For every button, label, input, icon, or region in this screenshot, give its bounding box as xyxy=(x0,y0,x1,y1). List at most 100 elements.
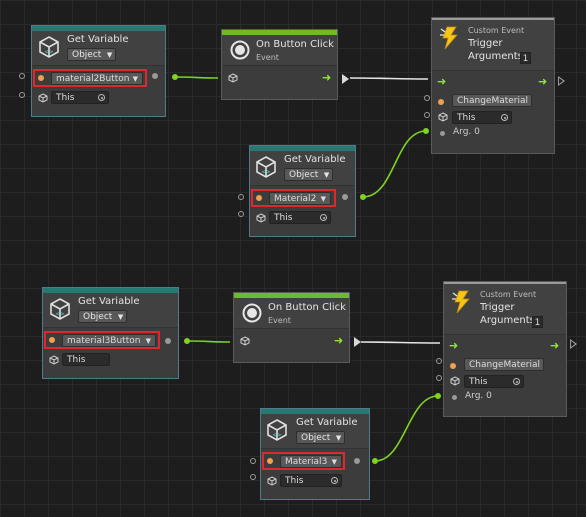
event-name-field[interactable]: ChangeMaterial xyxy=(464,358,544,371)
variable-name-label: material3Button xyxy=(67,336,141,346)
target-field[interactable]: This xyxy=(452,111,512,124)
variable-name-dropdown[interactable]: Material3 ▼ xyxy=(280,455,342,468)
target-field[interactable]: This xyxy=(269,211,331,224)
svg-text:<>: <> xyxy=(56,310,64,318)
node-title-line1: Trigger xyxy=(480,302,515,313)
variable-kind-dropdown[interactable]: Object ▼ xyxy=(67,48,117,61)
input-port[interactable] xyxy=(19,73,25,79)
on-button-click-node[interactable]: On Button Click Event ➜ xyxy=(233,292,350,363)
object-picker-icon[interactable] xyxy=(98,94,105,101)
flow-output-port[interactable] xyxy=(570,339,577,349)
target-field[interactable]: This xyxy=(464,375,524,388)
argument-count-field[interactable]: 1 xyxy=(520,52,531,64)
custom-event-trigger-node[interactable]: Custom Event Trigger Arguments 1 ➜ ➜ Cha… xyxy=(431,17,555,154)
output-port[interactable] xyxy=(372,458,378,464)
input-port[interactable] xyxy=(250,458,256,464)
flow-output-port[interactable] xyxy=(342,74,349,84)
output-port[interactable] xyxy=(172,74,178,80)
object-picker-icon[interactable] xyxy=(320,214,327,221)
input-port[interactable] xyxy=(435,393,441,399)
output-port[interactable] xyxy=(360,194,366,200)
flow-output-icon: ➜ xyxy=(550,339,560,352)
argument-label: Arg. 0 xyxy=(465,391,492,401)
output-port[interactable] xyxy=(152,73,158,79)
flow-output-port[interactable] xyxy=(558,76,565,86)
output-port[interactable] xyxy=(342,194,348,200)
event-name-label: ChangeMaterial xyxy=(469,360,541,370)
input-port[interactable] xyxy=(250,474,256,480)
flow-output-port[interactable] xyxy=(354,337,361,347)
input-port[interactable] xyxy=(238,194,244,200)
output-port[interactable] xyxy=(165,338,171,344)
target-label: This xyxy=(285,476,304,486)
variable-kind-label: Object xyxy=(72,50,102,60)
wire-material-to-arg-2 xyxy=(374,395,439,462)
input-port[interactable] xyxy=(436,375,442,381)
node-subtitle: Event xyxy=(268,316,291,325)
node-header: On Button Click Event xyxy=(222,35,337,66)
wire-button-to-click-2 xyxy=(186,340,231,343)
lightning-icon xyxy=(452,290,470,314)
target-field[interactable]: This xyxy=(51,91,109,104)
gameobject-icon xyxy=(256,213,266,223)
variable-kind-dropdown[interactable]: Object ▼ xyxy=(296,431,346,444)
on-button-click-node[interactable]: On Button Click Event ➜ xyxy=(221,29,338,100)
target-label: This xyxy=(457,113,476,123)
node-header-bar xyxy=(432,18,554,20)
gameobject-icon xyxy=(38,93,48,103)
input-port[interactable] xyxy=(19,92,25,98)
input-port[interactable] xyxy=(423,128,429,134)
argument-port-icon xyxy=(452,395,457,400)
input-port[interactable] xyxy=(424,112,430,118)
object-picker-icon[interactable] xyxy=(513,378,520,385)
node-header-bar xyxy=(32,26,165,31)
variable-name-dropdown[interactable]: material2Button ▼ xyxy=(51,72,143,85)
get-variable-node[interactable]: <> Get Variable Object ▼ material3Button… xyxy=(42,287,179,379)
chevron-down-icon: ▼ xyxy=(335,434,342,442)
variable-name-label: Material3 xyxy=(285,457,328,467)
wire-button-to-click-1 xyxy=(174,76,219,79)
chevron-down-icon: ▼ xyxy=(117,313,124,321)
event-name-label: ChangeMaterial xyxy=(457,96,529,106)
argument-port-icon xyxy=(440,131,445,136)
target-field[interactable]: This xyxy=(62,353,110,366)
output-port[interactable] xyxy=(184,338,190,344)
get-variable-node[interactable]: <> Get Variable Object ▼ Material2 ▼ Thi… xyxy=(249,145,356,237)
variable-name-dropdown[interactable]: Material2 ▼ xyxy=(269,192,331,205)
cube-variable-icon: <> xyxy=(50,298,70,320)
variable-name-label: Material2 xyxy=(274,194,317,204)
get-variable-node[interactable]: <> Get Variable Object ▼ Material3 ▼ Thi… xyxy=(260,408,370,500)
input-port[interactable] xyxy=(238,211,244,217)
target-label: This xyxy=(469,377,488,387)
value-port-icon xyxy=(256,195,262,201)
custom-event-trigger-node[interactable]: Custom Event Trigger Arguments 1 ➜ ➜ Cha… xyxy=(443,281,567,417)
highlight-box xyxy=(33,69,147,87)
chevron-down-icon: ▼ xyxy=(320,195,326,203)
object-picker-icon[interactable] xyxy=(501,114,508,121)
argument-count-field[interactable]: 1 xyxy=(532,316,543,328)
chevron-down-icon: ▼ xyxy=(132,75,138,83)
input-port[interactable] xyxy=(424,95,430,101)
node-header: <> Get Variable Object ▼ xyxy=(250,151,355,186)
wire-flow-1 xyxy=(349,77,429,80)
object-picker-icon[interactable] xyxy=(331,477,338,484)
variable-kind-dropdown[interactable]: Object ▼ xyxy=(284,168,334,181)
flow-input-icon: ➜ xyxy=(449,339,459,352)
node-header: On Button Click Event xyxy=(234,298,349,329)
wire-flow-2 xyxy=(360,341,441,344)
variable-kind-dropdown[interactable]: Object ▼ xyxy=(78,310,128,323)
node-header: Custom Event Trigger Arguments 1 xyxy=(432,20,554,71)
variable-name-label: material2Button xyxy=(56,74,130,84)
get-variable-node[interactable]: <> Get Variable Object ▼ material2Button… xyxy=(31,25,166,117)
event-name-field[interactable]: ChangeMaterial xyxy=(452,94,532,107)
target-label: This xyxy=(56,93,75,103)
node-header-bar xyxy=(234,293,349,298)
target-field[interactable]: This xyxy=(280,474,342,487)
highlight-box xyxy=(44,331,160,349)
variable-name-dropdown[interactable]: material3Button ▼ xyxy=(62,334,156,347)
node-header: Custom Event Trigger Arguments 1 xyxy=(444,284,566,335)
input-port[interactable] xyxy=(436,358,442,364)
cube-variable-icon: <> xyxy=(39,36,59,58)
output-port[interactable] xyxy=(354,458,360,464)
value-port-icon xyxy=(38,75,44,81)
